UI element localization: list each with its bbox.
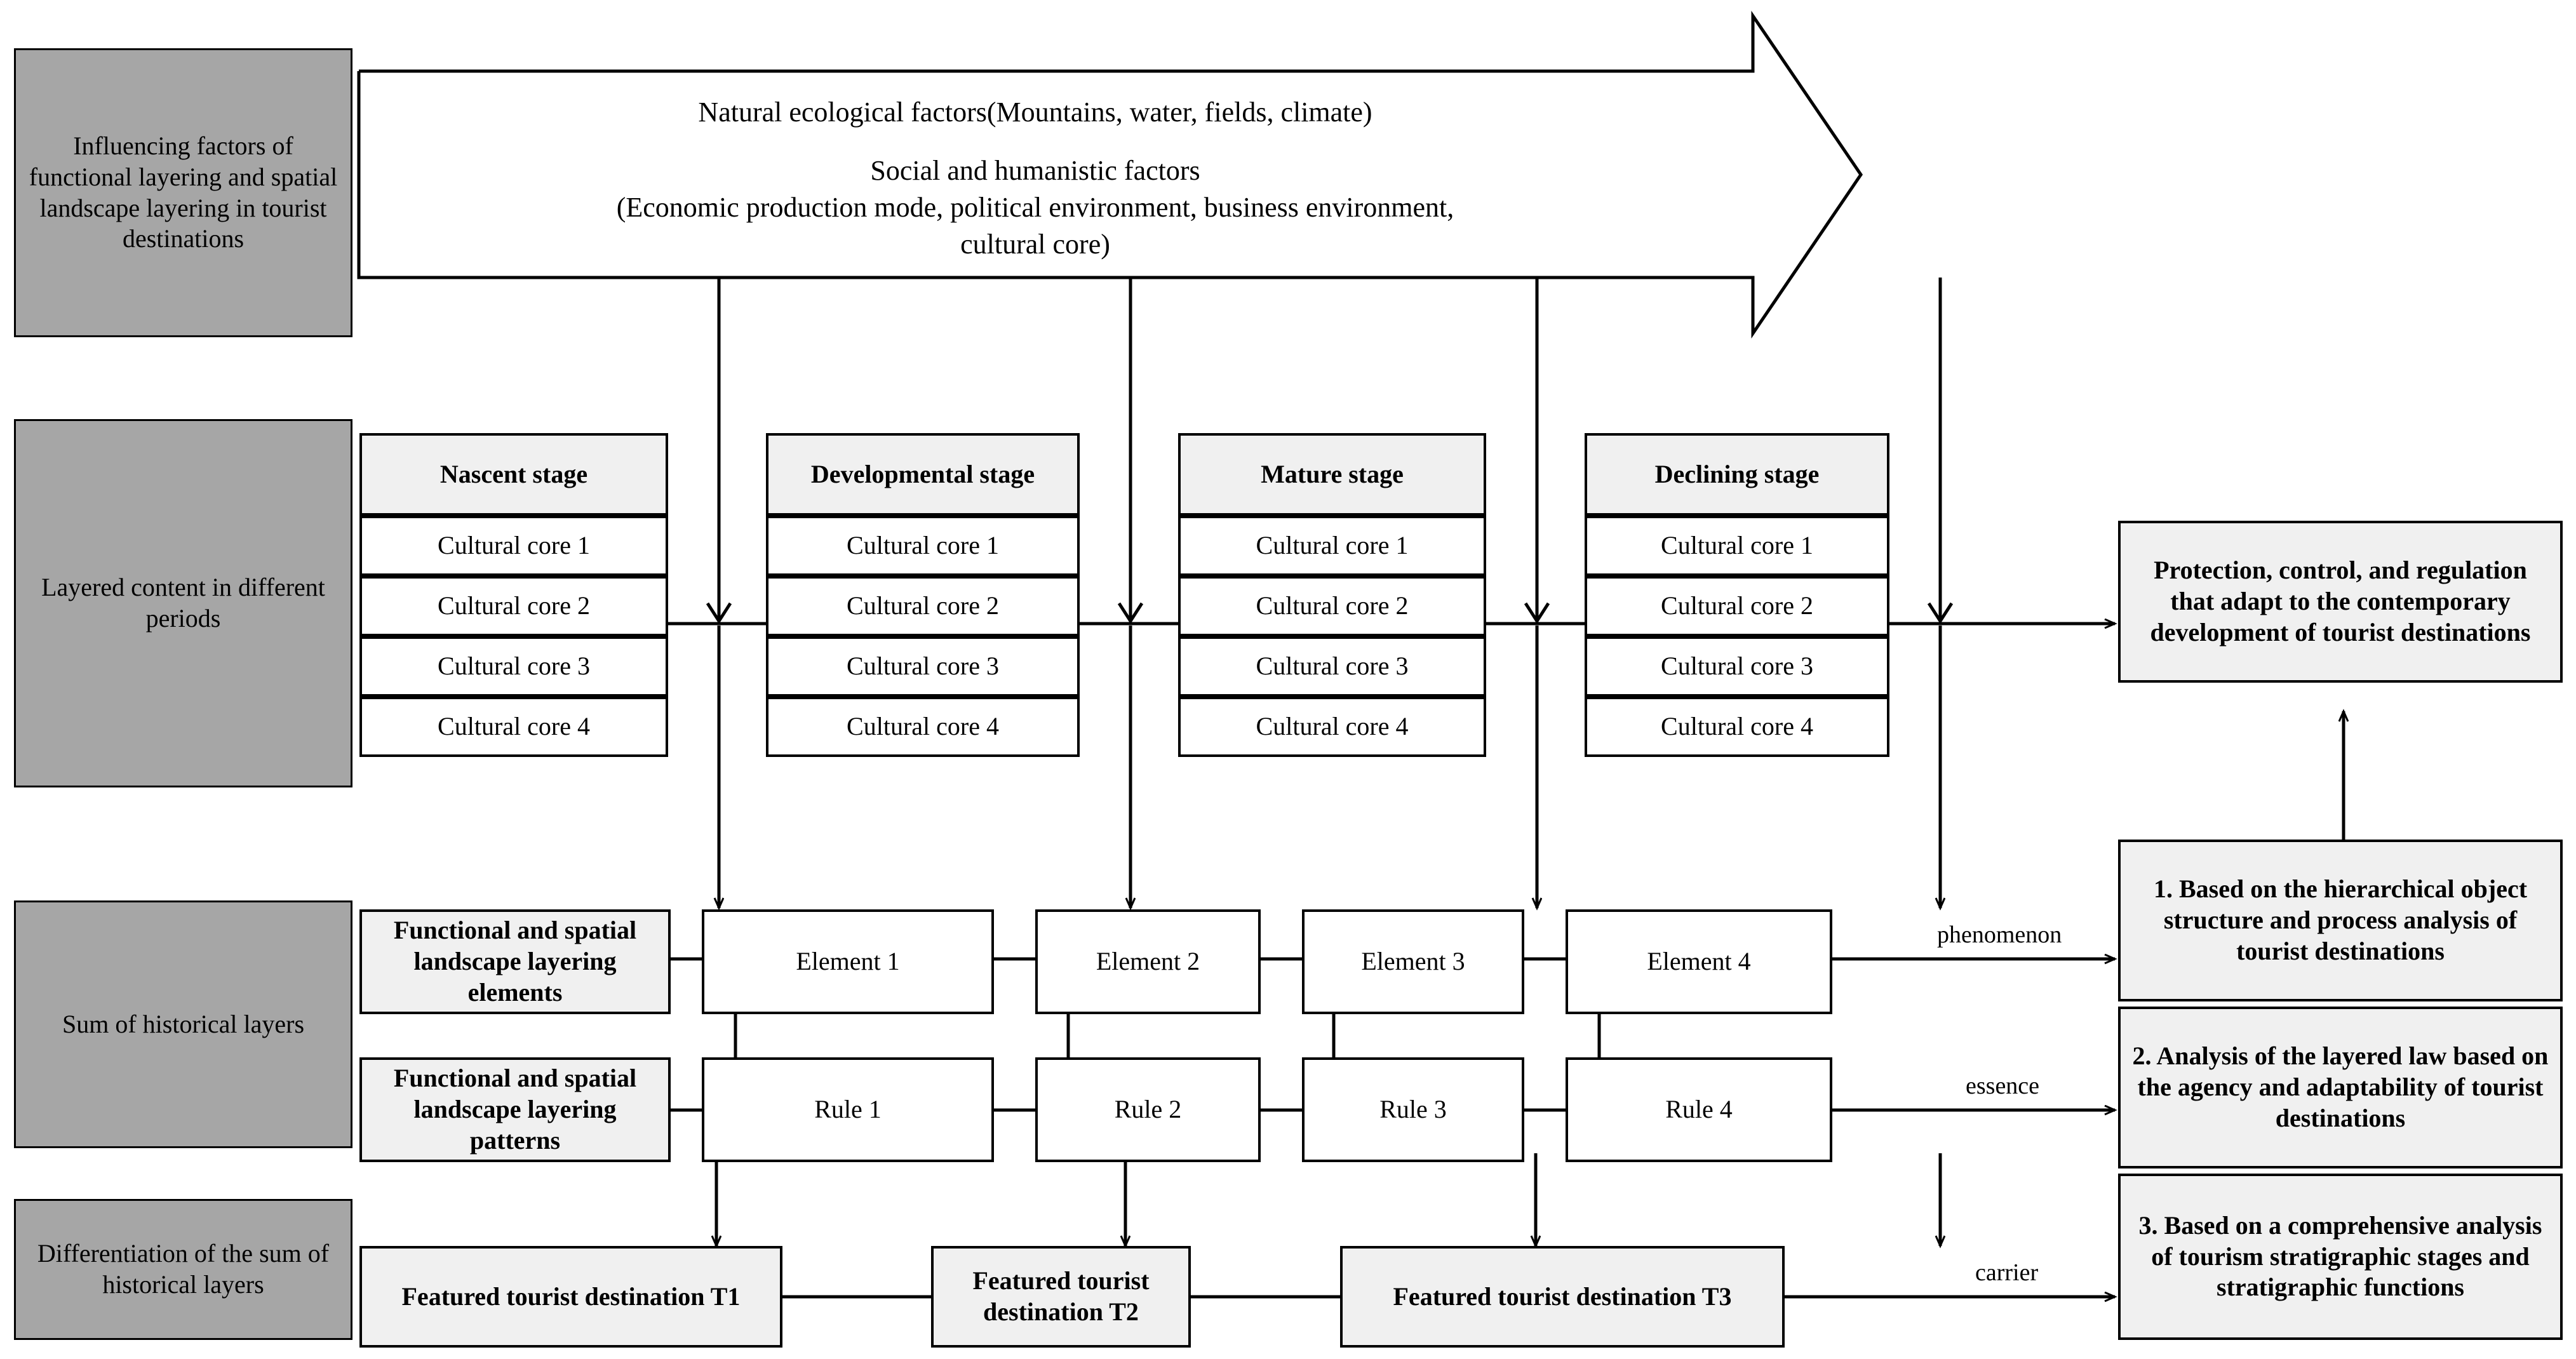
core-cell-developmental-1: Cultural core 1 [766, 516, 1080, 576]
element-box-2: Element 2 [1035, 909, 1261, 1014]
rule-box-1: Rule 1 [702, 1057, 994, 1162]
category-differentiation: Differentiation of the sum of historical… [14, 1199, 352, 1340]
core-cell-mature-3: Cultural core 3 [1178, 636, 1486, 697]
core-cell-nascent-3: Cultural core 3 [359, 636, 668, 697]
rule-label: Rule 3 [1379, 1095, 1447, 1124]
core-cell-developmental-2: Cultural core 2 [766, 576, 1080, 636]
rule-label: Rule 4 [1665, 1095, 1733, 1124]
category-influencing-factors: Influencing factors of functional layeri… [14, 48, 352, 337]
element-label: Element 3 [1361, 947, 1465, 976]
edge-label-essence: essence [1966, 1073, 2040, 1099]
core-cell-mature-2: Cultural core 2 [1178, 576, 1486, 636]
core-cell-declining-3: Cultural core 3 [1585, 636, 1889, 697]
core-label: Cultural core 3 [847, 652, 999, 681]
core-cell-mature-1: Cultural core 1 [1178, 516, 1486, 576]
core-label: Cultural core 4 [1661, 712, 1813, 741]
core-cell-nascent-4: Cultural core 4 [359, 697, 668, 757]
element-label: Element 1 [796, 947, 900, 976]
stage-title: Nascent stage [439, 459, 588, 488]
core-label: Cultural core 2 [1661, 591, 1813, 620]
category-label: Influencing factors of functional layeri… [29, 131, 338, 253]
category-label: Layered content in different periods [41, 573, 325, 633]
core-cell-nascent-1: Cultural core 1 [359, 516, 668, 576]
stage-header-nascent: Nascent stage [359, 433, 668, 516]
output-box-item-3: 3. Based on a comprehensive analysis of … [2118, 1174, 2563, 1340]
destination-label: Featured tourist destination T3 [1393, 1282, 1732, 1311]
row-label-layering-patterns: Functional and spatial landscape layerin… [359, 1057, 671, 1162]
rule-box-3: Rule 3 [1302, 1057, 1524, 1162]
edge-label-carrier: carrier [1975, 1259, 2039, 1286]
output-text: 2. Analysis of the layered law based on … [2132, 1041, 2549, 1132]
core-cell-developmental-3: Cultural core 3 [766, 636, 1080, 697]
banner-line-3: (Economic production mode, political env… [616, 192, 1454, 223]
core-label: Cultural core 4 [847, 712, 999, 741]
core-cell-nascent-2: Cultural core 2 [359, 576, 668, 636]
element-box-3: Element 3 [1302, 909, 1524, 1014]
banner-line-2: Social and humanistic factors [870, 155, 1200, 186]
banner-line-1: Natural ecological factors(Mountains, wa… [698, 97, 1372, 128]
core-label: Cultural core 2 [1256, 591, 1409, 620]
row-label-text: Functional and spatial landscape layerin… [393, 1064, 637, 1155]
destination-box-t2: Featured tourist destination T2 [931, 1246, 1191, 1348]
core-label: Cultural core 2 [847, 591, 999, 620]
destination-box-t1: Featured tourist destination T1 [359, 1246, 782, 1348]
destination-box-t3: Featured tourist destination T3 [1340, 1246, 1785, 1348]
rule-box-4: Rule 4 [1566, 1057, 1832, 1162]
core-cell-developmental-4: Cultural core 4 [766, 697, 1080, 757]
core-label: Cultural core 3 [1661, 652, 1813, 681]
destination-label: Featured tourist destination T1 [401, 1282, 741, 1311]
stage-title: Mature stage [1261, 459, 1404, 488]
row-label-layering-elements: Functional and spatial landscape layerin… [359, 909, 671, 1014]
core-label: Cultural core 1 [1256, 531, 1409, 560]
stage-header-mature: Mature stage [1178, 433, 1486, 516]
rule-label: Rule 1 [814, 1095, 882, 1124]
category-layered-content: Layered content in different periods [14, 419, 352, 787]
element-box-1: Element 1 [702, 909, 994, 1014]
row-label-text: Functional and spatial landscape layerin… [393, 916, 637, 1007]
stage-header-developmental: Developmental stage [766, 433, 1080, 516]
category-label: Differentiation of the sum of historical… [37, 1239, 330, 1299]
category-label: Sum of historical layers [62, 1009, 305, 1038]
core-cell-declining-2: Cultural core 2 [1585, 576, 1889, 636]
output-text: Protection, control, and regulation that… [2150, 556, 2531, 646]
edge-label-phenomenon: phenomenon [1937, 921, 2062, 948]
core-cell-mature-4: Cultural core 4 [1178, 697, 1486, 757]
destination-label: Featured tourist destination T2 [972, 1266, 1150, 1326]
output-text: 1. Based on the hierarchical object stru… [2153, 874, 2528, 965]
stage-title: Developmental stage [810, 459, 1035, 488]
core-label: Cultural core 3 [438, 652, 590, 681]
core-label: Cultural core 4 [1256, 712, 1409, 741]
core-label: Cultural core 3 [1256, 652, 1409, 681]
banner-line-4: cultural core) [960, 229, 1110, 260]
element-box-4: Element 4 [1566, 909, 1832, 1014]
output-box-item-2: 2. Analysis of the layered law based on … [2118, 1007, 2563, 1168]
rule-label: Rule 2 [1114, 1095, 1182, 1124]
element-label: Element 4 [1647, 947, 1751, 976]
rule-box-2: Rule 2 [1035, 1057, 1261, 1162]
element-label: Element 2 [1096, 947, 1200, 976]
core-label: Cultural core 1 [847, 531, 999, 560]
stage-header-declining: Declining stage [1585, 433, 1889, 516]
stage-title: Declining stage [1654, 459, 1820, 488]
output-box-protection: Protection, control, and regulation that… [2118, 521, 2563, 683]
core-label: Cultural core 2 [438, 591, 590, 620]
core-label: Cultural core 4 [438, 712, 590, 741]
core-label: Cultural core 1 [1661, 531, 1813, 560]
output-box-item-1: 1. Based on the hierarchical object stru… [2118, 840, 2563, 1001]
core-label: Cultural core 1 [438, 531, 590, 560]
output-text: 3. Based on a comprehensive analysis of … [2138, 1210, 2542, 1302]
core-cell-declining-4: Cultural core 4 [1585, 697, 1889, 757]
core-cell-declining-1: Cultural core 1 [1585, 516, 1889, 576]
category-sum-historical-layers: Sum of historical layers [14, 900, 352, 1148]
